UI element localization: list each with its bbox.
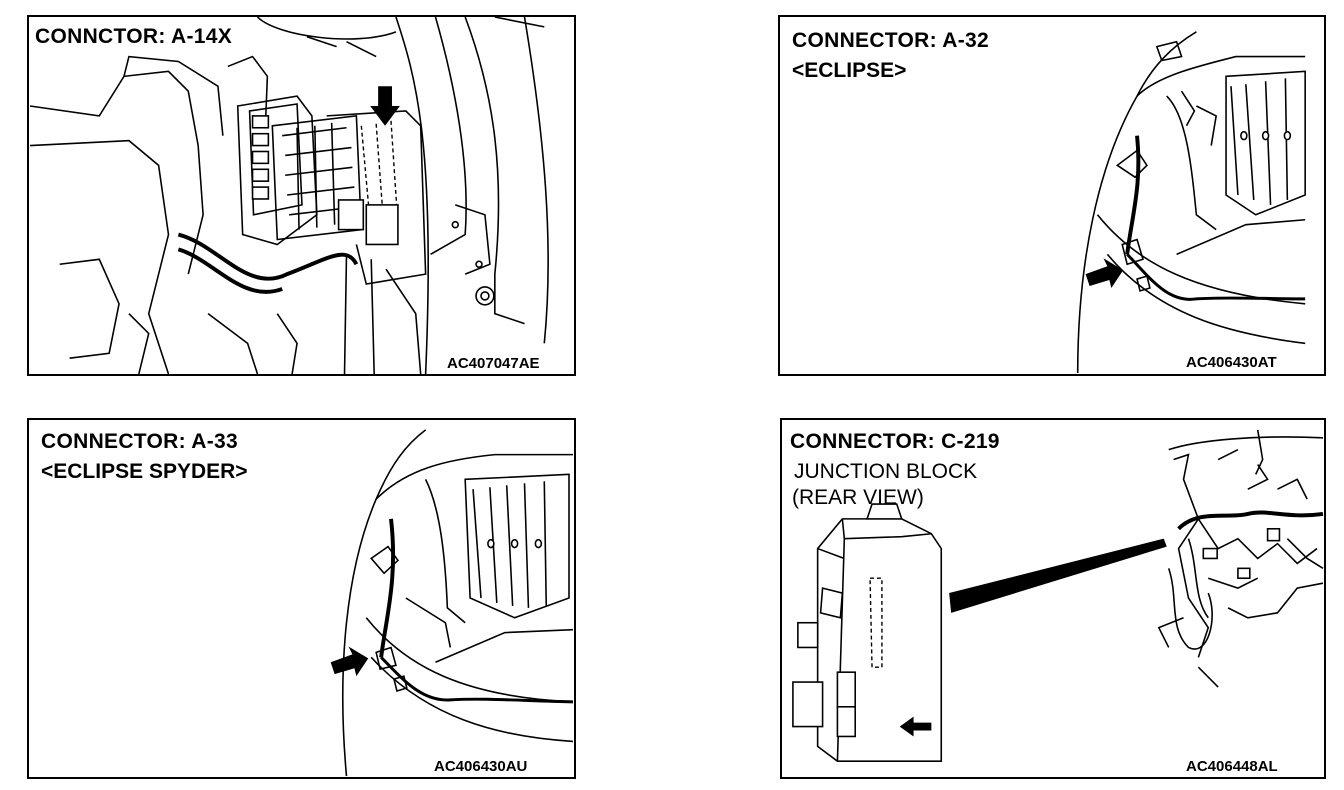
engine-bay-illustration [1076,31,1306,374]
panel-subtitle-line2: (REAR VIEW) [792,486,924,509]
junction-block-illustration [792,429,1324,762]
panel-a32: CONNECTOR: A-32 <ECLIPSE> AC406430AT [778,15,1326,376]
engine-bay-illustration [330,429,574,777]
panel-subtitle-line1: JUNCTION BLOCK [794,460,978,483]
panel-subtitle: <ECLIPSE SPYDER> [41,460,248,483]
panel-title: CONNCTOR: A-14X [35,25,233,48]
panel-a14x: CONNCTOR: A-14X AC407047AE [27,15,576,376]
panel-c219: CONNECTOR: C-219 JUNCTION BLOCK (REAR VI… [780,418,1326,779]
panel-title: CONNECTOR: A-33 [41,430,239,453]
relay-box-illustration [29,17,549,374]
panel-subtitle: <ECLIPSE> [792,59,907,82]
figure-code: AC407047AE [447,355,540,372]
figure-code: AC406448AL [1186,758,1278,775]
figure-code: AC406430AU [434,758,528,775]
panel-title: CONNECTOR: C-219 [790,430,1000,453]
panel-title: CONNECTOR: A-32 [792,29,990,52]
figure-code: AC406430AT [1186,354,1277,371]
panel-a33: CONNECTOR: A-33 <ECLIPSE SPYDER> AC40643… [27,418,576,779]
